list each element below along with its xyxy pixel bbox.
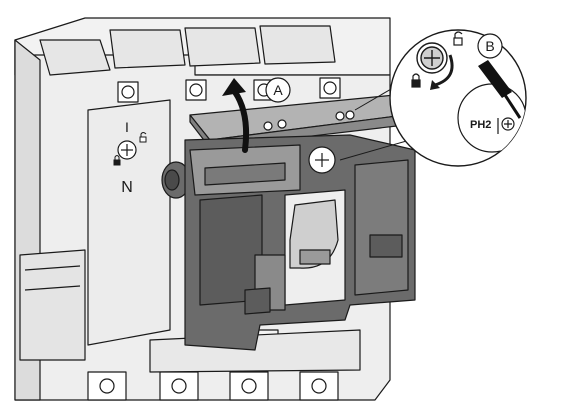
bottom-terminals [87, 371, 339, 401]
zoom-callout: PH2 B [339, 29, 527, 167]
zoom-phillips-screw-icon [416, 42, 448, 74]
callout-step-a: A [265, 77, 291, 103]
lock-closed-icon [113, 155, 121, 166]
pole-mark-one: I [125, 119, 129, 135]
rotation-arrow-icon [222, 78, 250, 153]
zoom-lock-open-icon [453, 31, 463, 46]
callout-step-b: B [477, 33, 503, 59]
neutral-pole-panel [87, 99, 171, 346]
pole-mark-neutral: N [121, 179, 133, 196]
zoom-lock-closed-icon [411, 73, 421, 88]
callout-step-a-label: A [273, 82, 283, 98]
ph-screw-symbol-icon [497, 117, 515, 134]
screwdriver-icon [478, 60, 522, 119]
callout-step-b-label: B [485, 38, 494, 54]
neutral-pole-markings: I N [113, 119, 147, 196]
module-right-panel [354, 159, 409, 296]
screwdriver-size-label: PH2 [470, 119, 491, 131]
accessory-module [161, 94, 416, 351]
lock-open-icon [139, 132, 147, 143]
zoom-rotation-arrow-icon [434, 54, 454, 87]
phillips-screw-icon [117, 140, 137, 160]
